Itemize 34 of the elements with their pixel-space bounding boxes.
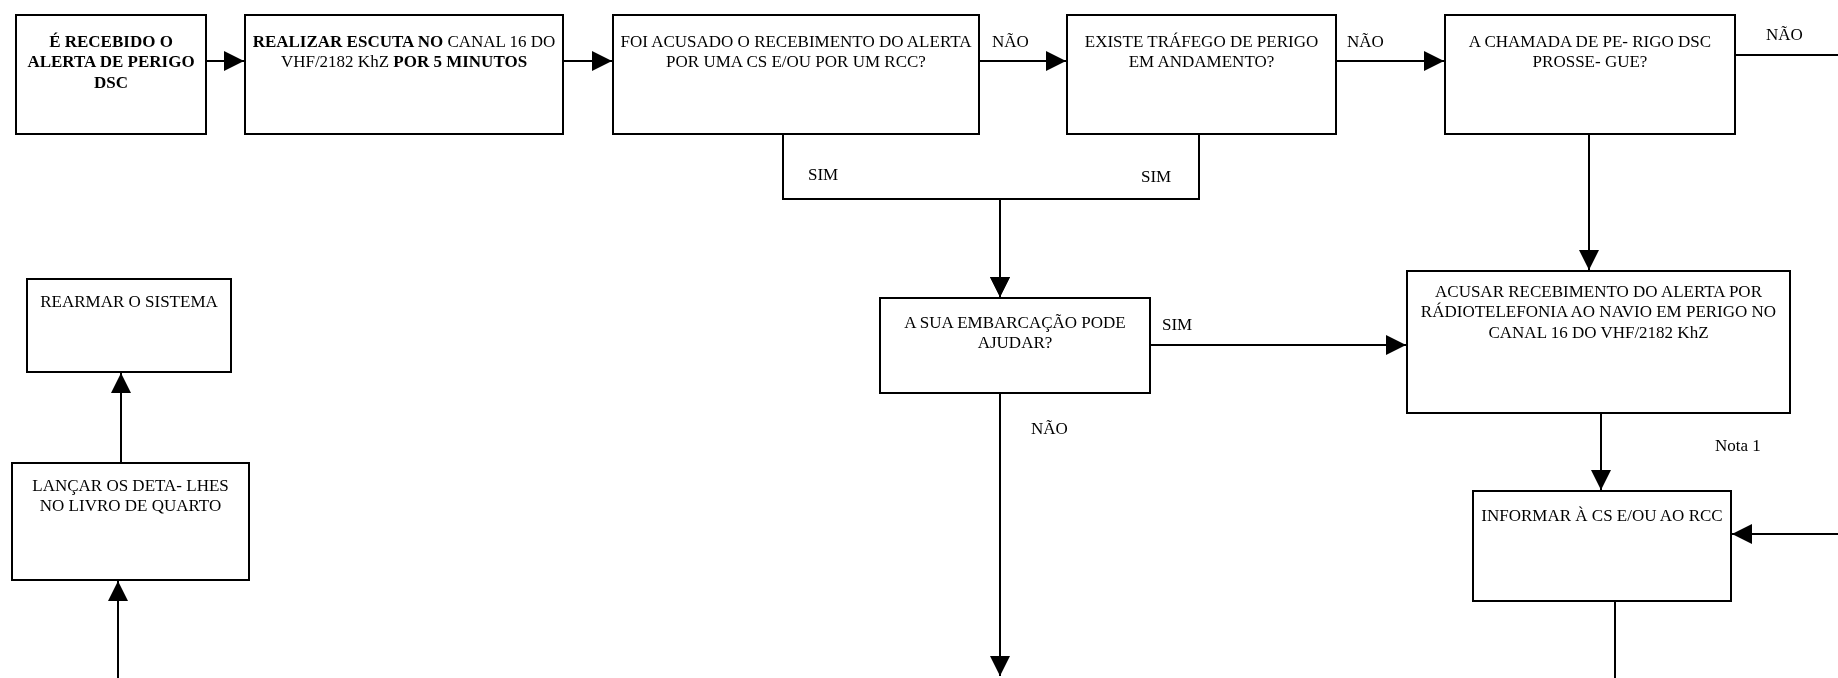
- process-box: [1444, 14, 1736, 135]
- process-box: [15, 14, 207, 135]
- connector-line: [1614, 601, 1616, 678]
- box-text: INFORMAR À CS E/OU AO RCC: [1480, 506, 1724, 527]
- connector-line: [1735, 54, 1838, 56]
- box-text: ACUSAR RECEBIMENTO DO ALERTA POR RÁDIOTELEFONIA AO NAVIO EM PERIGO NO CANAL 16 DO VHF/2182 KhZ: [1419, 282, 1778, 344]
- box-text: LANÇAR OS DETA- LHES NO LIVRO DE QUARTO: [31, 476, 230, 517]
- arrow: [1731, 524, 1838, 544]
- process-box: [244, 14, 564, 135]
- arrow: [1579, 134, 1599, 271]
- arrow: [1150, 335, 1407, 355]
- arrow: [990, 393, 1010, 677]
- arrow: [979, 51, 1067, 71]
- process-box: [1406, 270, 1791, 414]
- box-text: FOI ACUSADO O RECEBIMENTO DO ALERTA POR UMA CS E/OU POR UM RCC?: [620, 32, 972, 73]
- arrow: [1591, 413, 1611, 491]
- process-box: [1472, 490, 1732, 602]
- arrow: [108, 580, 128, 678]
- box-text: A SUA EMBARCAÇÃO PODE AJUDAR?: [903, 313, 1127, 354]
- process-box: [26, 278, 232, 373]
- box-text: REARMAR O SISTEMA: [39, 292, 219, 313]
- box-text: A CHAMADA DE PE- RIGO DSC PROSSE- GUE?: [1467, 32, 1713, 73]
- box-text: REALIZAR ESCUTA NO CANAL 16 DO VHF/2182 KhZ POR 5 MINUTOS: [252, 32, 556, 73]
- arrow: [1336, 51, 1445, 71]
- process-box: [1066, 14, 1337, 135]
- arrow: [990, 134, 1200, 298]
- process-box: [11, 462, 250, 581]
- arrow: [563, 51, 613, 71]
- box-text: É RECEBIDO O ALERTA DE PERIGO DSC: [26, 32, 196, 94]
- process-box: [879, 297, 1151, 394]
- arrow: [206, 51, 245, 71]
- process-box: [612, 14, 980, 135]
- arrow: [111, 372, 131, 463]
- box-text: EXISTE TRÁFEGO DE PERIGO EM ANDAMENTO?: [1083, 32, 1320, 73]
